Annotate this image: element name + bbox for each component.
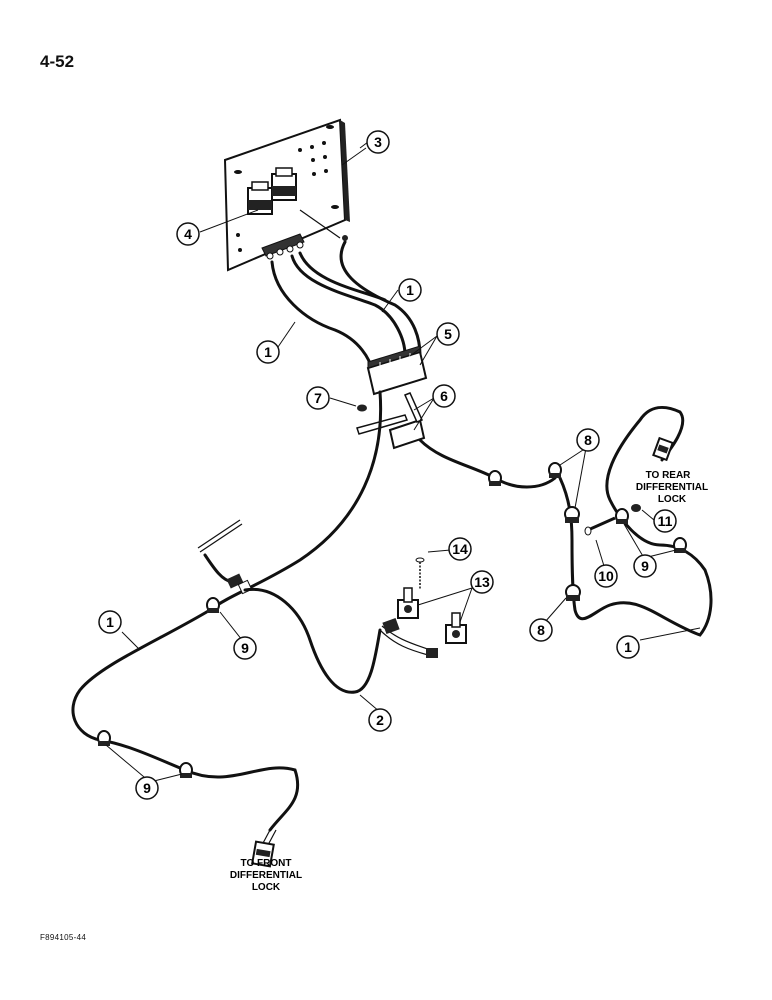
connector-block [366, 345, 428, 396]
clip [97, 730, 111, 746]
clip [206, 597, 220, 613]
svg-text:4: 4 [184, 226, 192, 242]
harness-wire-main [71, 390, 383, 742]
callout: 2 [368, 708, 392, 732]
svg-text:TO REAR: TO REAR [646, 470, 692, 481]
callout: 6 [432, 384, 456, 408]
screw [415, 557, 425, 590]
clip [565, 584, 581, 601]
callout: 13 [470, 570, 494, 594]
svg-text:1: 1 [624, 639, 632, 655]
callout: 5 [436, 322, 460, 346]
callout: 3 [366, 130, 390, 154]
svg-text:1: 1 [406, 282, 414, 298]
clip [179, 762, 193, 778]
callout: 14 [448, 537, 472, 561]
clip [615, 508, 629, 524]
callout: 9 [135, 776, 159, 800]
svg-text:LOCK: LOCK [658, 494, 687, 505]
svg-text:DIFFERENTIAL: DIFFERENTIAL [636, 482, 708, 493]
callout: 9 [633, 554, 657, 578]
svg-text:6: 6 [440, 388, 448, 404]
clip [548, 462, 562, 478]
callout: 9 [233, 636, 257, 660]
svg-text:7: 7 [314, 390, 322, 406]
svg-text:1: 1 [264, 344, 272, 360]
front-lock-connector [251, 829, 277, 868]
svg-text:TO FRONT: TO FRONT [241, 858, 292, 869]
front-lock-label: TO FRONT DIFFERENTIAL LOCK [230, 858, 302, 893]
rear-lock-label: TO REAR DIFFERENTIAL LOCK [636, 470, 708, 505]
svg-text:13: 13 [474, 574, 490, 590]
svg-text:9: 9 [241, 640, 249, 656]
svg-text:DIFFERENTIAL: DIFFERENTIAL [230, 870, 302, 881]
switch [426, 612, 467, 658]
callout: 1 [256, 340, 280, 364]
svg-text:5: 5 [444, 326, 452, 342]
switch [382, 587, 419, 635]
svg-text:11: 11 [658, 513, 673, 529]
svg-text:9: 9 [641, 558, 649, 574]
clip [564, 506, 580, 523]
harness-wire [290, 254, 407, 357]
svg-text:2: 2 [376, 712, 384, 728]
figure-id: F894105-44 [40, 933, 87, 942]
terminal-strip [261, 209, 348, 260]
callout: 11 [653, 509, 677, 533]
clip [488, 470, 502, 486]
svg-text:14: 14 [452, 541, 468, 557]
relay [247, 181, 273, 215]
harness-wire-2 [243, 587, 382, 694]
callout: 7 [306, 386, 330, 410]
bracket [356, 392, 426, 450]
nut [357, 404, 367, 412]
svg-text:8: 8 [584, 432, 592, 448]
svg-text:1: 1 [106, 614, 114, 630]
svg-text:8: 8 [537, 622, 545, 638]
svg-text:3: 3 [374, 134, 382, 150]
svg-text:10: 10 [598, 568, 614, 584]
harness-wire [339, 240, 422, 357]
callout: 1 [98, 610, 122, 634]
svg-text:LOCK: LOCK [252, 882, 281, 893]
relay [271, 167, 297, 201]
callout: 10 [594, 564, 618, 588]
svg-text:9: 9 [143, 780, 151, 796]
callout: 1 [616, 635, 640, 659]
cable-tie [197, 519, 253, 595]
bolt [584, 516, 616, 536]
harness-wire [270, 260, 374, 372]
callout: 8 [529, 618, 553, 642]
callout: 4 [176, 222, 200, 246]
nut [631, 504, 641, 512]
switch-lead [379, 629, 429, 656]
harness-wire-front [98, 738, 300, 832]
harness-wire-rear [418, 438, 557, 489]
rear-lock-connector [652, 436, 674, 462]
callout: 8 [576, 428, 600, 452]
page-number: 4-52 [40, 52, 75, 71]
clip [673, 537, 687, 553]
callout: 1 [398, 278, 422, 302]
